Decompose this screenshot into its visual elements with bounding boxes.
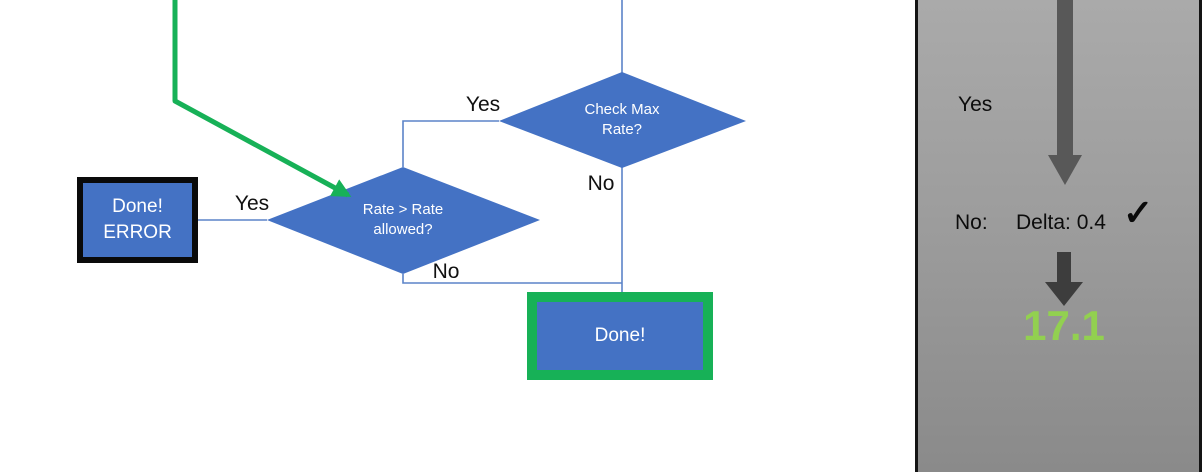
connector-checkmax-yes: [402, 120, 499, 167]
down-arrow-icon: [1048, 155, 1082, 185]
decision-label-line: Rate > Rate: [362, 201, 444, 218]
edge-label-checkmax-no: No: [587, 172, 615, 195]
down-arrow-icon: [1057, 0, 1073, 155]
done-error-line2: ERROR: [103, 222, 172, 243]
checkmark-icon: ✓: [1123, 192, 1154, 233]
panel-no-label: No:: [955, 211, 988, 234]
decision-label-line: Rate?: [601, 121, 643, 138]
decision-label-line: allowed?: [373, 221, 433, 238]
done-node: Done!: [527, 292, 713, 380]
down-arrow-icon: [1045, 282, 1083, 306]
done-error-node: Done! ERROR: [77, 177, 198, 263]
green-arrow-connector: [172, 0, 352, 198]
connector-rate-no: [402, 274, 622, 284]
done-error-line1: Done!: [112, 196, 163, 217]
decision-check-max-rate: [499, 72, 746, 168]
down-arrow-icon: [1057, 252, 1071, 282]
side-panel: Yes No: Delta: 0.4 ✓ 17.1: [915, 0, 1202, 472]
panel-delta-value: Delta: 0.4: [1016, 211, 1106, 234]
done-label: Done!: [594, 325, 646, 346]
edge-label-checkmax-yes: Yes: [465, 93, 501, 116]
decision-label-line: Check Max: [584, 101, 660, 118]
panel-yes-label: Yes: [958, 93, 993, 116]
decision-rate-allowed-label: Rate > Rate allowed?: [323, 200, 483, 240]
edge-label-rate-yes: Yes: [234, 192, 270, 215]
result-value: 17.1: [1023, 302, 1105, 349]
edge-label-rate-no: No: [432, 260, 460, 283]
decision-check-max-rate-label: Check Max Rate?: [542, 100, 702, 140]
